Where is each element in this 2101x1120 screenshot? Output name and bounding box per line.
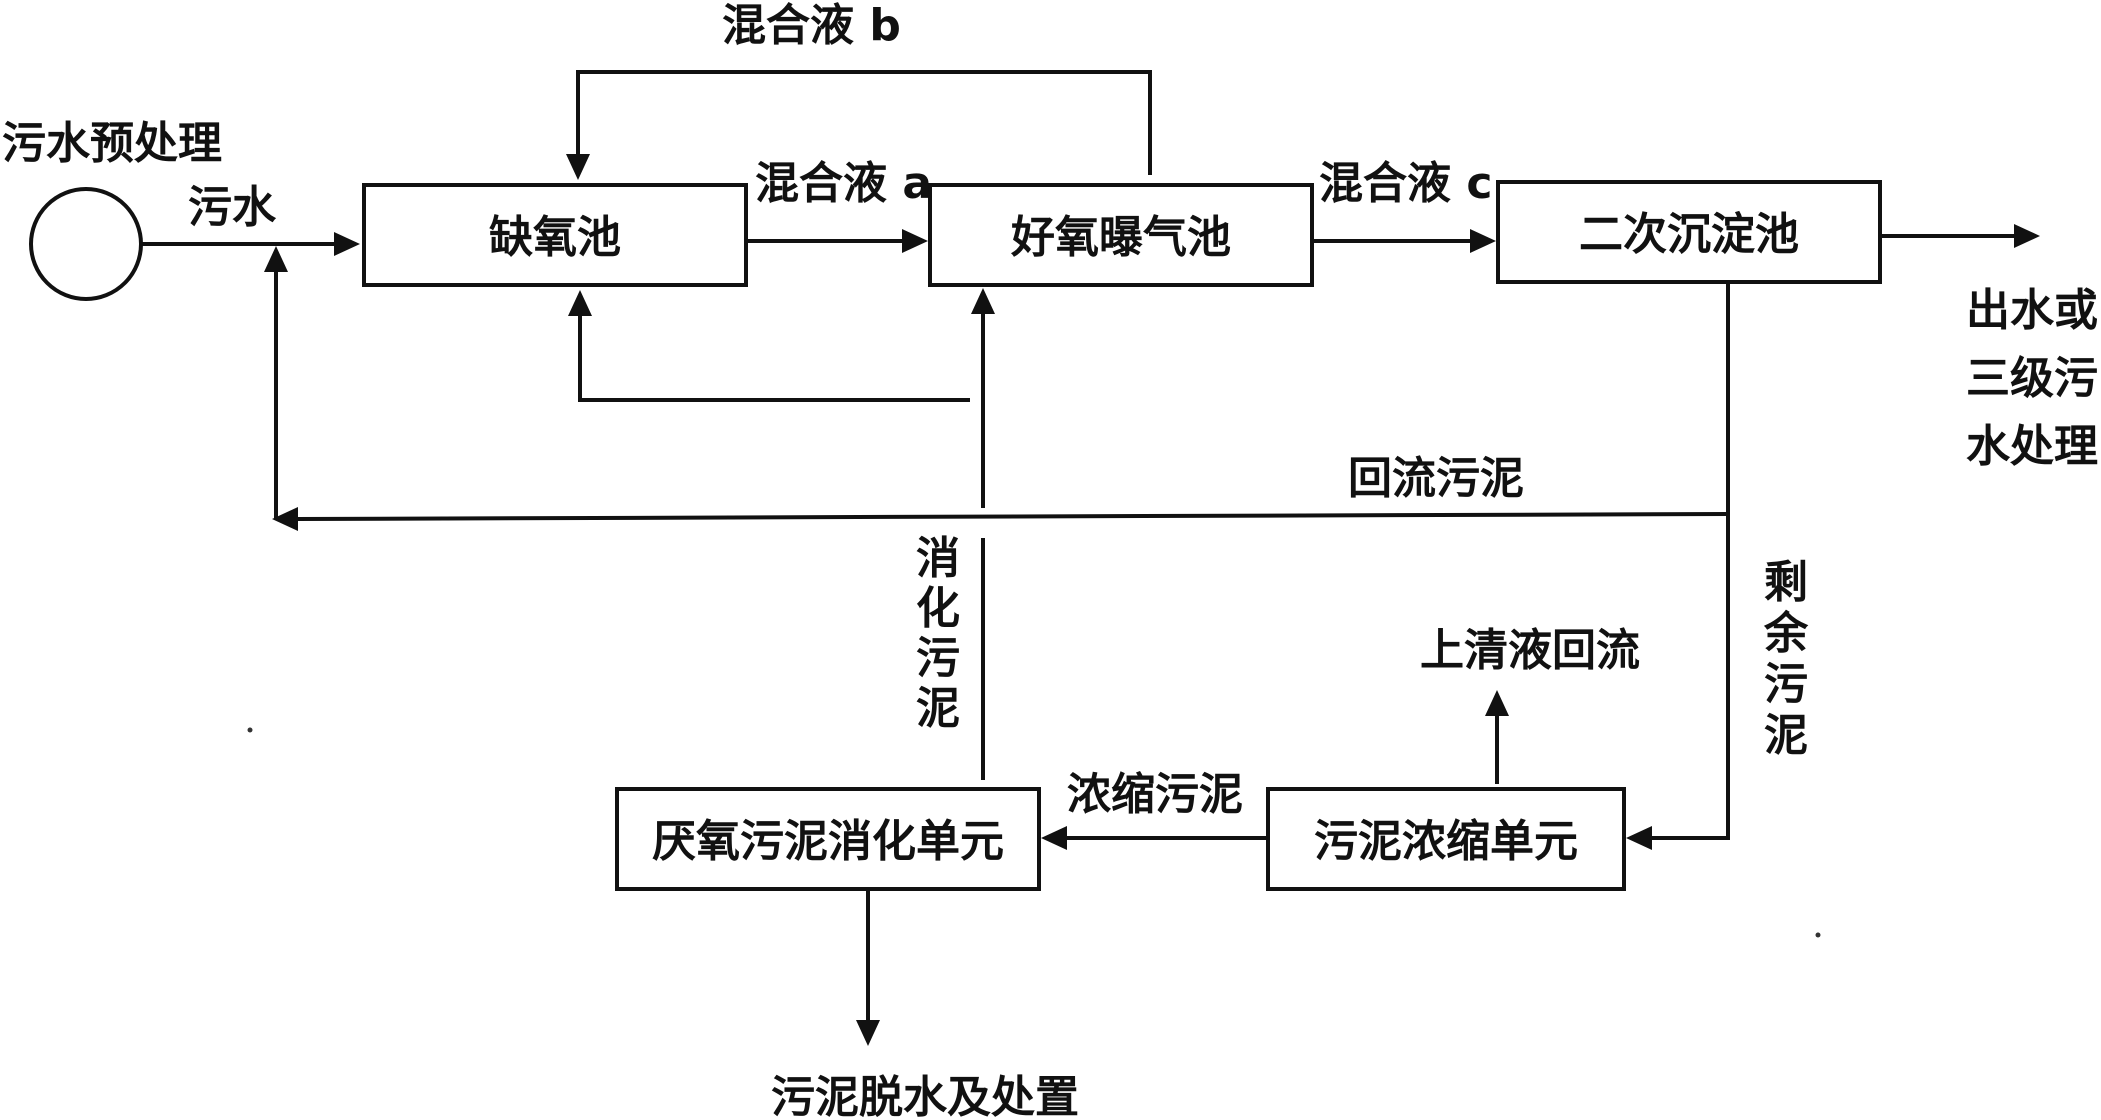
thickened-sludge-arrowhead [1041,826,1067,850]
effluent-arrowhead [2014,224,2040,248]
return-sludge-arrowhead [272,507,298,531]
effluent-label-line-2: 三级污 [1966,353,2098,404]
excess-sludge-label-3: 污 [1764,659,1808,710]
anoxic-tank-box [362,183,748,287]
excess-sludge-line [1650,514,1730,840]
dewatering-arrowhead [856,1020,880,1046]
anoxic-tank-label: 缺氧池 [489,212,621,263]
return-sludge-label: 回流污泥 [1348,453,1524,504]
secondary-clarifier-label: 二次沉淀池 [1579,209,1799,260]
excess-sludge-label-4: 泥 [1764,710,1808,761]
digested-sludge-aerobic-arrowhead [971,288,995,314]
mix-a-arrowhead [902,229,928,253]
pretreatment-circle [29,187,143,301]
supernatant-label: 上清液回流 [1420,625,1640,676]
effluent-label-line-3: 水处理 [1966,421,2098,472]
excess-sludge-label-2: 余 [1763,608,1809,659]
mix-c-label: 混合液 c [1319,158,1492,209]
return-sludge-line [297,512,1729,521]
digested-sludge-label-2: 化 [916,583,960,634]
mix-b-label: 混合液 b [722,0,901,51]
sewage-label: 污水 [188,182,277,233]
digested-sludge-label-1: 消 [916,533,960,584]
digested-sludge-anoxic-line [578,312,970,402]
anaerobic-digestion-box [615,787,1041,891]
excess-sludge-label-1: 剩 [1764,557,1808,608]
digested-sludge-label-3: 污 [916,633,960,684]
anaerobic-digestion-label: 厌氧污泥消化单元 [652,816,1004,867]
thickened-sludge-label: 浓缩污泥 [1067,769,1243,820]
digested-sludge-anoxic-arrowhead [568,290,592,316]
mix-c-arrowhead [1470,229,1496,253]
aerobic-tank-box [928,183,1314,287]
mix-a-label: 混合液 a [755,158,932,209]
mix-b-recycle-line [576,70,1152,175]
thickening-unit-box [1266,787,1626,891]
mix-b-arrowhead [566,154,590,180]
dewatering-label: 污泥脱水及处置 [771,1072,1079,1120]
pretreatment-label: 污水预处理 [2,118,222,169]
effluent-label-line-1: 出水或 [1966,285,2098,336]
return-sludge-riser-arrowhead [264,246,288,272]
speck-dot [247,727,253,733]
sewage-arrowhead [334,232,360,256]
thickening-unit-label: 污泥浓缩单元 [1314,816,1578,867]
aerobic-tank-label: 好氧曝气池 [1010,212,1231,263]
excess-sludge-arrowhead [1626,826,1652,850]
secondary-clarifier-box [1496,180,1882,284]
supernatant-arrowhead [1485,690,1509,716]
digested-sludge-label-4: 泥 [916,683,960,734]
speck-dot [1815,932,1821,938]
